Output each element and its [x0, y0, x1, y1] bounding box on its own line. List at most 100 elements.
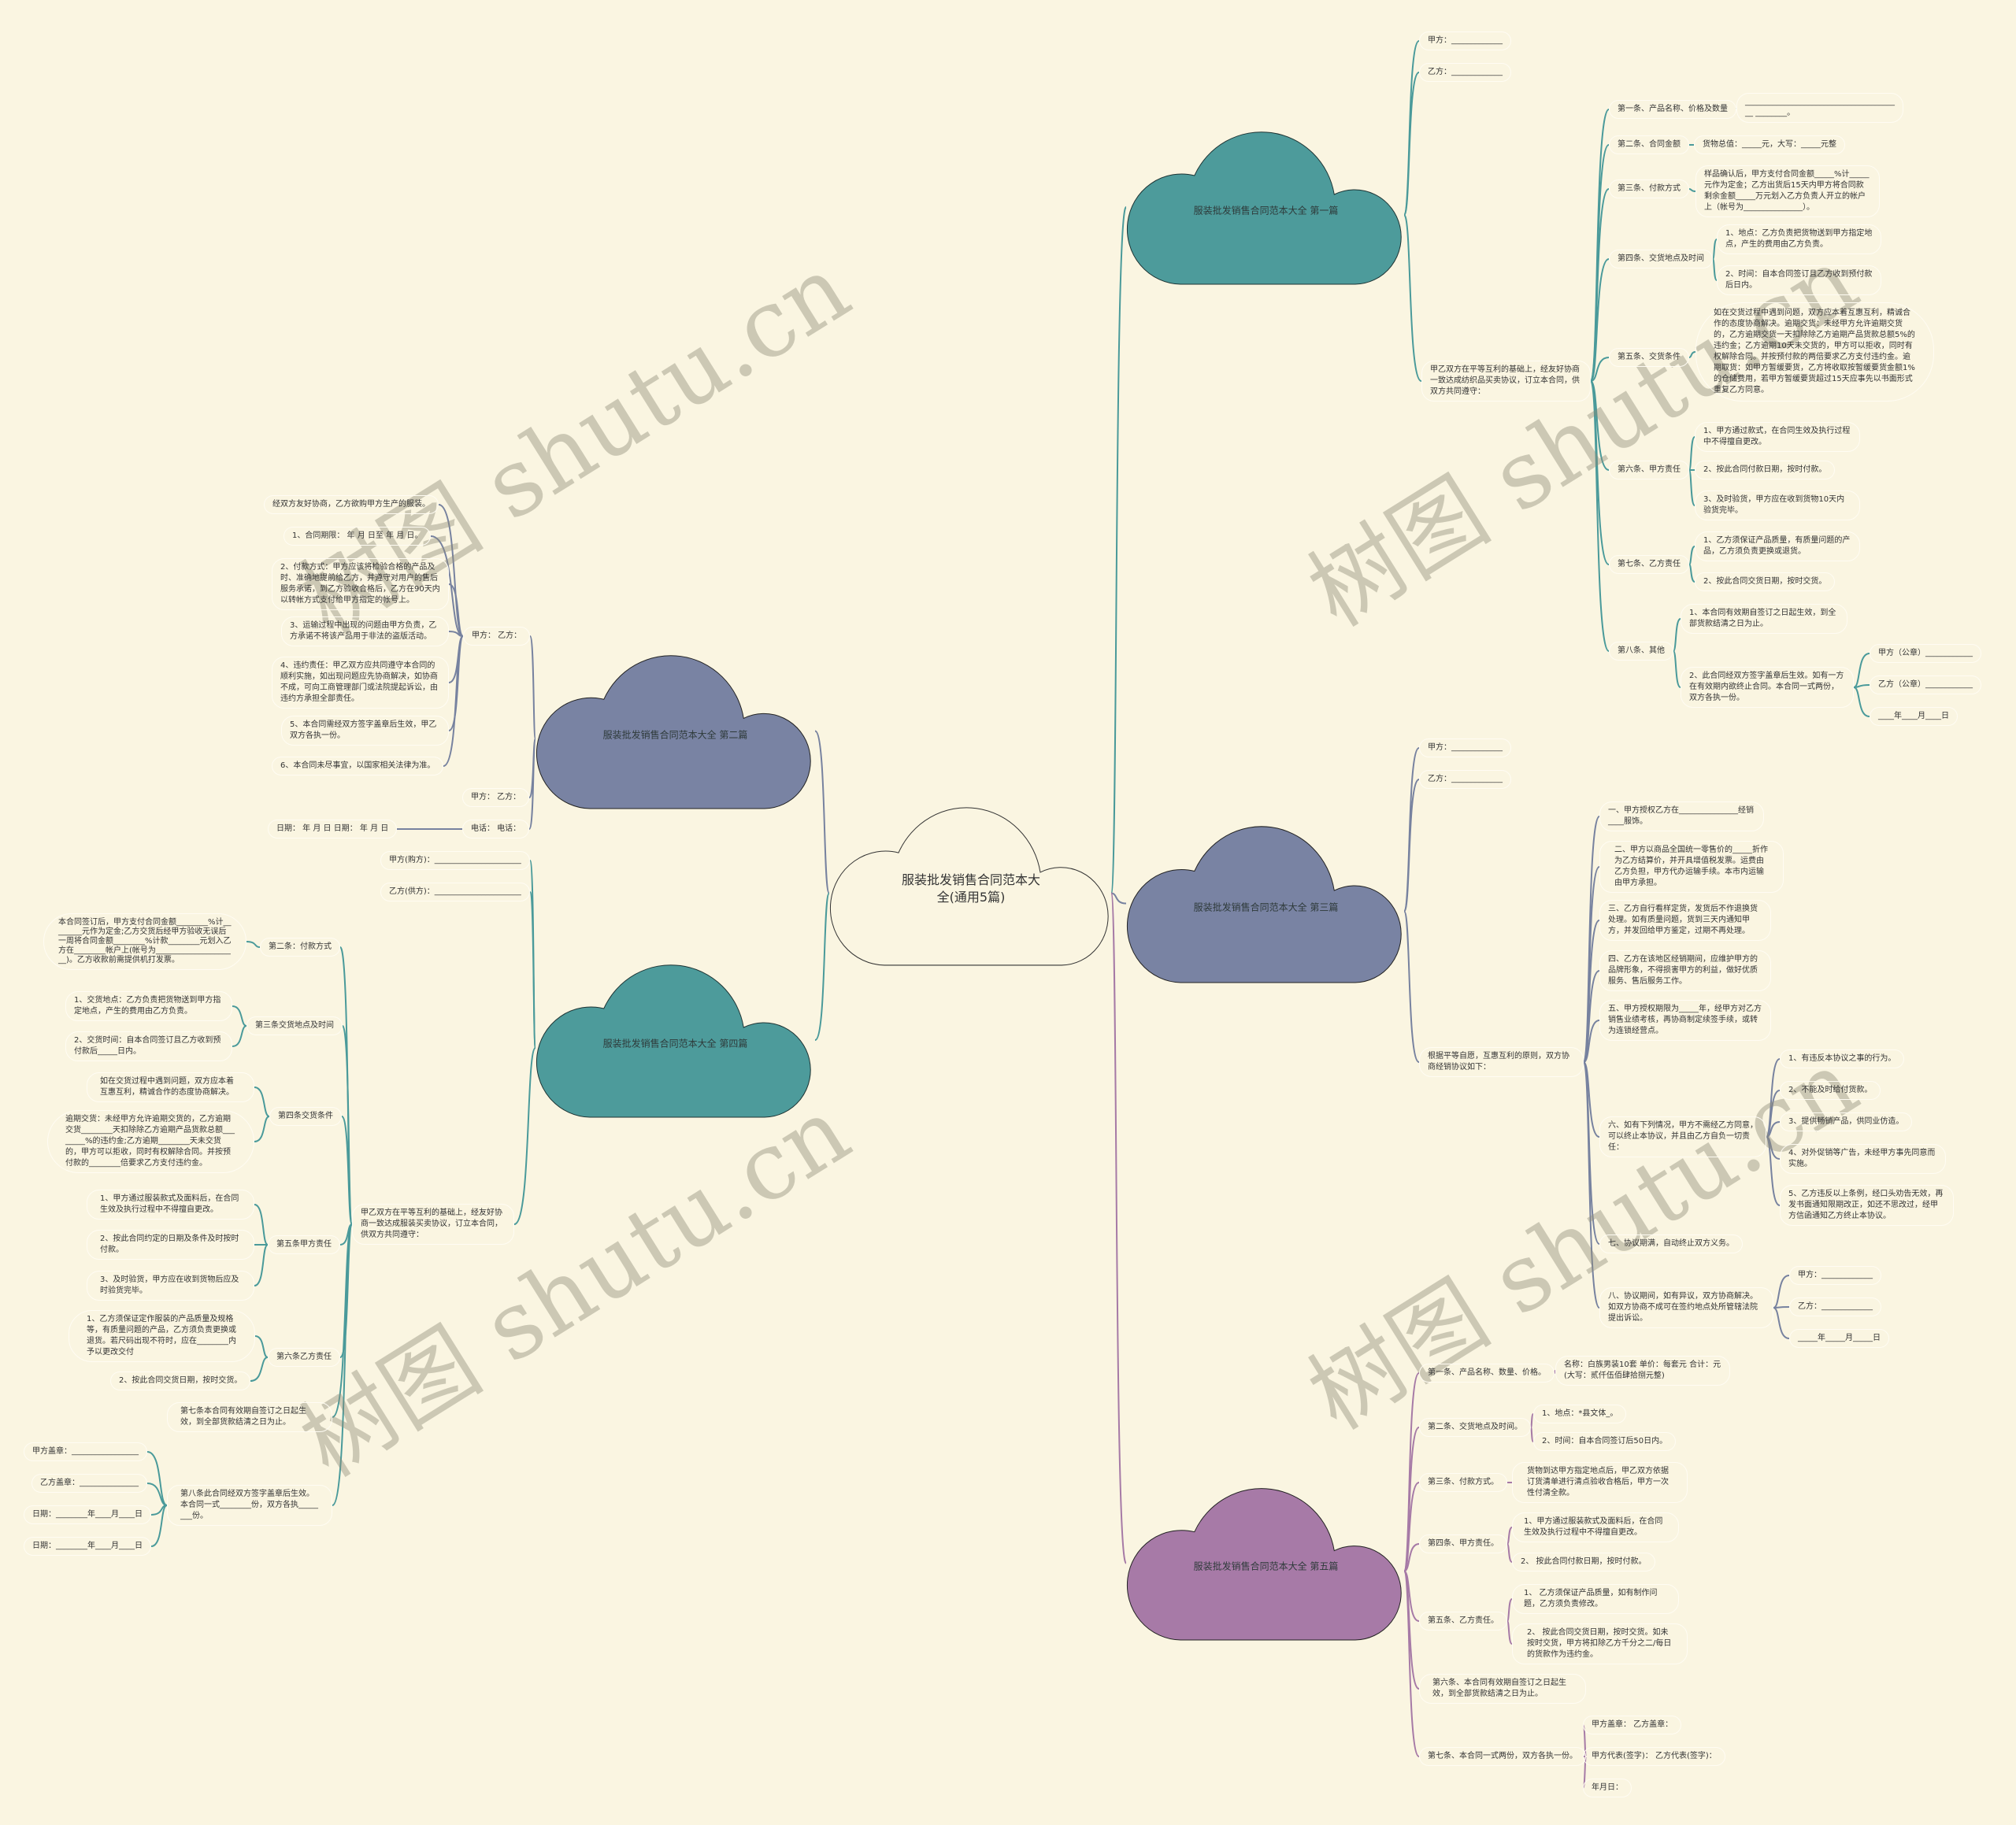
node-clause[interactable]: 四、乙方在该地区经销期间，应维护甲方的品牌形象，不得损害甲方的利益，做好优质服务…: [1599, 950, 1771, 991]
node-intro[interactable]: 甲乙双方在平等互利的基础上，经友好协商一致达成纺织品买卖协议，订立本合同，供双方…: [1421, 361, 1591, 402]
node-detail[interactable]: 如在交货过程中遇到问题，双方应本着互惠互利，精诚合作的态度协商解决。: [87, 1072, 254, 1102]
node-detail[interactable]: 经双方友好协商，乙方欲购甲方生产的服装。: [264, 495, 439, 514]
node-signature[interactable]: 乙方盖章：_______________: [32, 1474, 147, 1493]
node-detail[interactable]: 2、 按此合同交货日期，按时交货。如未按时交货，甲方将扣除乙方千分之二/每日的货…: [1512, 1623, 1688, 1664]
node-detail[interactable]: 2、时间：自本合同签订后50日内。: [1533, 1432, 1677, 1451]
node-party-b[interactable]: 乙方：_____________: [1419, 63, 1511, 82]
node-detail[interactable]: 1、乙方须保证产品质量，有质量问题的产品，乙方须负责更换或退货。: [1695, 531, 1860, 561]
node-article[interactable]: 第八条此合同经双方签字盖章后生效。本合同一式________份，双方各执____…: [167, 1485, 332, 1526]
node-article[interactable]: 第四条、交货地点及时间: [1609, 250, 1713, 268]
node-signature[interactable]: 甲方（公章）____________: [1870, 644, 1981, 663]
node-detail[interactable]: 2、 按此合同付款日期，按时付款。: [1512, 1553, 1655, 1571]
node-intro[interactable]: 根据平等自愿，互惠互利的原则，双方协商经销协议如下：: [1419, 1047, 1584, 1077]
node-detail[interactable]: 1、交货地点：乙方负责把货物送到甲方指定地点，产生的费用由乙方负责。: [65, 991, 232, 1021]
node-detail[interactable]: ________________________________________…: [1736, 93, 1903, 123]
node-clause[interactable]: 八、协议期间，如有异议，双方协商解决。如双方协商不成可在签约地点处所管辖法院提出…: [1599, 1287, 1773, 1328]
node-detail[interactable]: 3、运输过程中出现的问题由甲方负责，乙方承诺不将该产品用于非法的盗版活动。: [281, 616, 449, 646]
node-signature-date[interactable]: 年月日：: [1583, 1779, 1632, 1797]
node-party-b[interactable]: 乙方：_____________: [1419, 770, 1511, 789]
node-article[interactable]: 第一条、产品名称、价格及数量: [1609, 100, 1736, 119]
root-topic[interactable]: 服装批发销售合同范本大全(通用5篇): [829, 804, 1113, 967]
topic-article-3[interactable]: 服装批发销售合同范本大全 第三篇: [1126, 823, 1406, 984]
node-article[interactable]: 第三条交货地点及时间: [246, 1016, 343, 1035]
node-article[interactable]: 第六条乙方责任: [268, 1348, 340, 1367]
node-detail[interactable]: 4、对外促销等广告，未经甲方事先同意而实施。: [1780, 1144, 1946, 1174]
node-detail[interactable]: 1、地点：乙方负责把货物送到甲方指定地点，产生的费用由乙方负责。: [1717, 224, 1881, 254]
node-article[interactable]: 第一条、产品名称、数量、价格。: [1419, 1364, 1555, 1383]
node-clause[interactable]: 三、乙方自行看样定货，发货后不作退换货处理。如有质量问题，货到三天内通知甲方，并…: [1599, 900, 1771, 941]
node-party-a[interactable]: 甲方(购方)：______________________: [380, 851, 530, 870]
node-article[interactable]: 第三条、付款方式。: [1419, 1473, 1507, 1492]
node-intro[interactable]: 甲乙双方在平等互利的基础上，经友好协商一致达成服装买卖协议，订立本合同，供双方共…: [352, 1204, 514, 1245]
node-clause[interactable]: 一、甲方授权乙方在_______________经销____服饰。: [1599, 801, 1764, 831]
node-signature-date[interactable]: 日期：________年____月____日: [24, 1505, 151, 1524]
node-detail[interactable]: 货物到达甲方指定地点后，甲乙双方依据订货清单进行清点验收合格后，甲方一次性付清全…: [1512, 1462, 1688, 1503]
node-parties[interactable]: 甲方： 乙方：: [463, 627, 531, 646]
node-article[interactable]: 第七条本合同有效期自签订之日起生效，到全部货款结清之日为止。: [167, 1402, 332, 1432]
node-signature-date[interactable]: 日期：________年____月____日: [24, 1537, 151, 1556]
node-article[interactable]: 第六条、甲方责任: [1609, 461, 1689, 479]
node-detail[interactable]: 2、按此合同交货日期，按时交货。: [110, 1372, 251, 1390]
node-detail[interactable]: 1、有违反本协议之事的行为。: [1780, 1049, 1905, 1068]
node-signature[interactable]: 乙方：_____________: [1789, 1297, 1881, 1316]
node-detail[interactable]: 5、本合同需经双方签字盖章后生效，甲乙双方各执一份。: [281, 716, 449, 746]
node-detail[interactable]: 5、乙方违反以上条例，经口头劝告无效，再发书面通知限期改正，如还不思改过，经甲方…: [1780, 1185, 1954, 1226]
node-party-a[interactable]: 甲方：_____________: [1419, 31, 1511, 50]
node-detail[interactable]: 6、本合同未尽事宜，以国家相关法律为准。: [272, 757, 444, 776]
node-detail[interactable]: 1、合同期限： 年 月 日至 年 月 日。: [284, 527, 432, 546]
node-clause[interactable]: 二、甲方以商品全国统一零售价的_____折作为乙方结算价，并开具增值税发票。运费…: [1599, 841, 1784, 893]
node-detail[interactable]: 货物总值：_____元，大写：_____元整: [1694, 135, 1845, 154]
node-article[interactable]: 第二条、交货地点及时间。: [1419, 1418, 1531, 1437]
node-detail[interactable]: 2、时间：自本合同签订且乙方收到预付款后日内。: [1717, 265, 1881, 295]
node-date[interactable]: 日期： 年 月 日 日期： 年 月 日: [268, 820, 398, 838]
node-clause[interactable]: 六、如有下列情况，甲方不需经乙方同意，可以终止本协议，并且由乙方自负一切责任：: [1599, 1116, 1766, 1157]
node-signature[interactable]: 甲方盖章：_________________: [24, 1442, 147, 1461]
node-detail[interactable]: 2、交货时间：自本合同签订且乙方收到预付款后_____日内。: [65, 1031, 232, 1061]
node-signature-date[interactable]: ____年____月____日: [1870, 707, 1958, 726]
node-article[interactable]: 第五条、交货条件: [1609, 348, 1689, 367]
node-article[interactable]: 第三条、付款方式: [1609, 180, 1689, 198]
node-party-a[interactable]: 甲方：_____________: [1419, 739, 1511, 757]
topic-article-1[interactable]: 服装批发销售合同范本大全 第一篇: [1126, 128, 1406, 286]
topic-article-4[interactable]: 服装批发销售合同范本大全 第四篇: [536, 961, 815, 1119]
node-party-b[interactable]: 乙方(供方)：______________________: [380, 883, 530, 901]
node-signature-date[interactable]: _____年_____月_____日: [1789, 1329, 1889, 1348]
node-article[interactable]: 第五条、乙方责任。: [1419, 1612, 1507, 1631]
node-detail[interactable]: 2、不能及时给付货款。: [1780, 1081, 1881, 1100]
topic-article-2[interactable]: 服装批发销售合同范本大全 第二篇: [536, 652, 815, 810]
node-detail[interactable]: 1、本合同有效期自签订之日起生效，到全部货款结清之日为止。: [1681, 604, 1847, 634]
node-detail[interactable]: 逾期交货：未经甲方允许逾期交货的，乙方逾期交货________天扣除除乙方逾期产…: [47, 1110, 254, 1173]
node-detail[interactable]: 如在交货过程中遇到问题，双方应本着互惠互利，精诚合作的态度协商解决。逾期交货：未…: [1695, 302, 1934, 402]
node-signature[interactable]: 甲方盖章： 乙方盖章：: [1583, 1716, 1682, 1734]
node-phone[interactable]: 电话： 电话：: [462, 820, 530, 838]
node-detail[interactable]: 1、甲方通过服装款式及面料后，在合同生效及执行过程中不得擅自更改。: [1512, 1512, 1679, 1542]
topic-article-5[interactable]: 服装批发销售合同范本大全 第五篇: [1126, 1485, 1406, 1642]
node-detail[interactable]: 1、 乙方须保证产品质量，如有制作问题，乙方须负责修改。: [1512, 1584, 1679, 1614]
node-detail[interactable]: 1、甲方通过款式，在合同生效及执行过程中不得擅自更改。: [1695, 422, 1860, 452]
node-article[interactable]: 第八条、其他: [1609, 642, 1673, 661]
node-signature[interactable]: 甲方：_____________: [1789, 1266, 1881, 1285]
node-detail[interactable]: 2、付款方式：甲方应该将检验合格的产品及时、准确地提前给乙方，并遵守对用户的售后…: [272, 558, 449, 610]
node-article[interactable]: 第七条、乙方责任: [1609, 555, 1689, 574]
node-detail[interactable]: 2、按此合同付款日期，按时付款。: [1695, 461, 1836, 479]
node-detail[interactable]: 3、及时验货，甲方应在收到货物后应及时验货完毕。: [87, 1271, 254, 1301]
node-article[interactable]: 第四条交货条件: [269, 1107, 342, 1126]
node-signature[interactable]: 乙方（公章）____________: [1870, 676, 1981, 694]
node-article[interactable]: 第五条甲方责任: [268, 1235, 340, 1254]
node-detail[interactable]: 2、此合同经双方签字盖章后生效。如有一方在有效期内欲终止合同。本合同一式两份，双…: [1681, 667, 1854, 708]
node-detail[interactable]: 1、地点：*县文体_。: [1533, 1405, 1627, 1423]
node-article[interactable]: 第六条、本合同有效期自签订之日起生效，到全部货款结清之日为止。: [1419, 1674, 1586, 1704]
node-parties[interactable]: 甲方： 乙方：: [462, 788, 530, 807]
node-detail[interactable]: 1、甲方通过服装款式及面料后，在合同生效及执行过程中不得擅自更改。: [87, 1190, 254, 1220]
node-detail[interactable]: 名称：白族男装10套 单价：每套元 合计：元(大写：贰仟伍佰肆拾捌元整): [1555, 1356, 1730, 1386]
node-clause[interactable]: 七、协议期满，自动终止双方义务。: [1599, 1235, 1743, 1253]
node-article[interactable]: 第二条：付款方式: [260, 938, 340, 957]
node-signature[interactable]: 甲方代表(签字)： 乙方代表(签字)：: [1583, 1747, 1725, 1766]
node-clause[interactable]: 五、甲方授权期限为_____年，经甲方对乙方销售业绩考核，再协商制定续签手续，或…: [1599, 1000, 1771, 1041]
node-detail[interactable]: 2、按此合同交货日期，按时交货。: [1695, 572, 1836, 591]
node-detail[interactable]: 3、及时验货，甲方应在收到货物10天内验货完毕。: [1695, 490, 1860, 520]
node-detail[interactable]: 2、按此合同约定的日期及条件及时按时付款。: [87, 1230, 254, 1260]
node-detail[interactable]: 本合同签订后，甲方支付合同金额________%计________元作为定金;乙…: [43, 913, 246, 970]
node-detail[interactable]: 4、违约责任：甲乙双方应共同遵守本合同的顺利实施，如出现问题应先协商解决，如协商…: [272, 657, 449, 709]
node-article[interactable]: 第四条、甲方责任。: [1419, 1534, 1507, 1553]
